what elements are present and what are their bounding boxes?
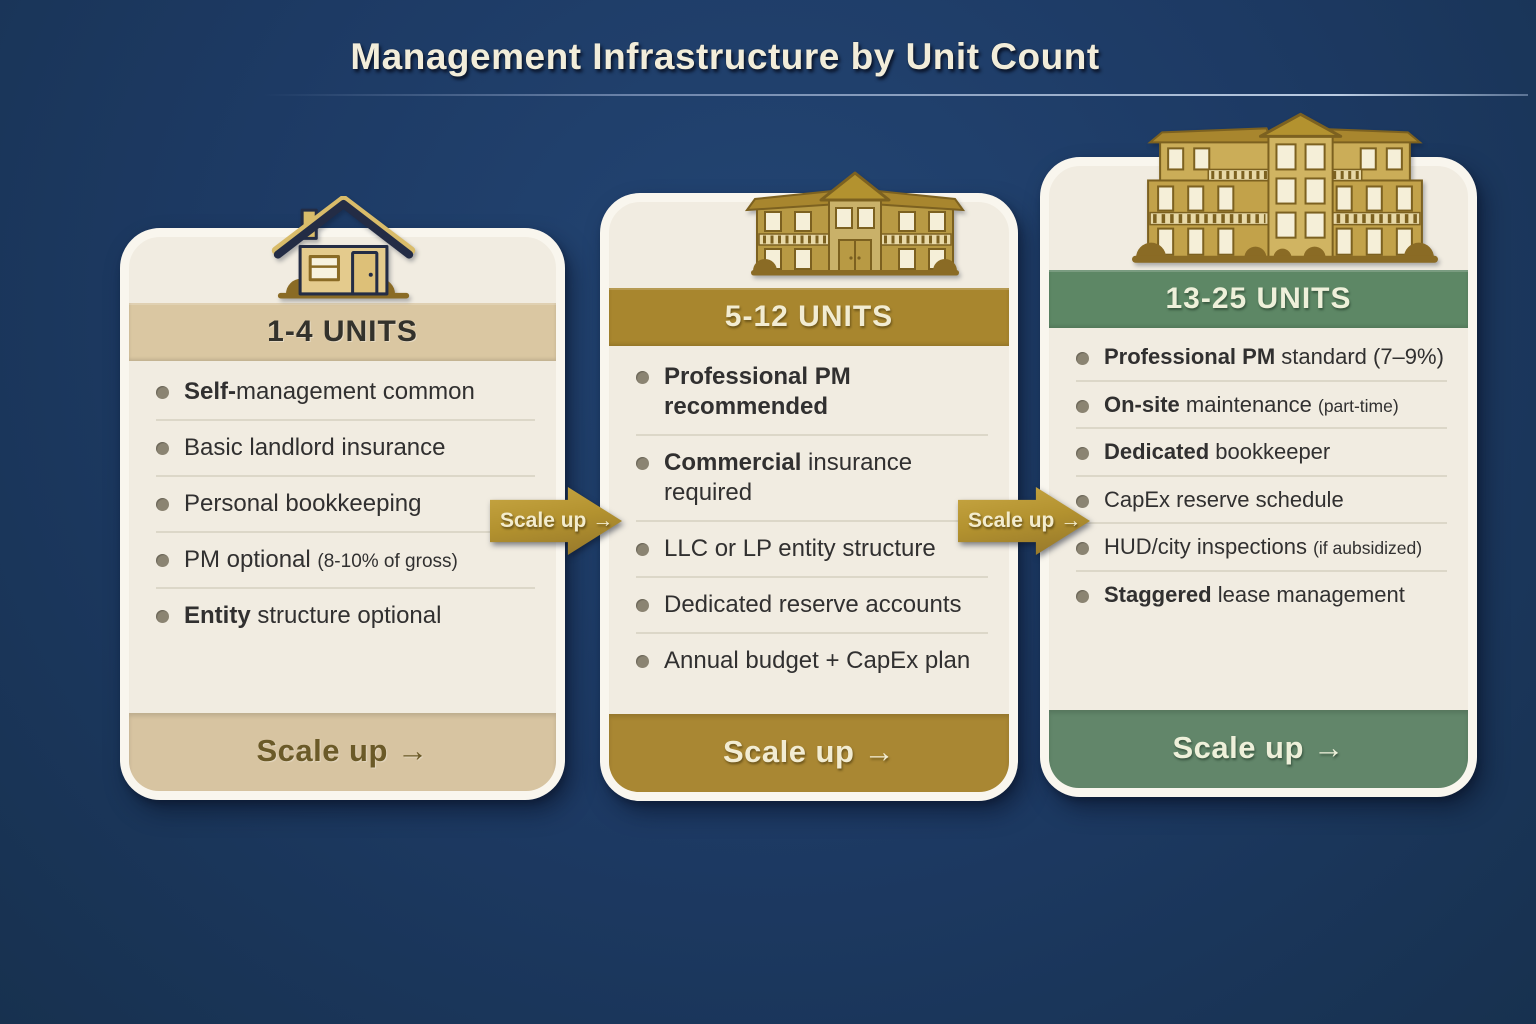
bullet-icon xyxy=(156,386,169,399)
bullet-icon xyxy=(1076,352,1089,365)
card-header: 13-25 UNITS xyxy=(1049,270,1468,328)
unit-card-5-12: 5-12 UNITS Professional PM recommended C… xyxy=(600,193,1018,801)
list-item: Basic landlord insurance xyxy=(156,421,535,477)
list-item: Dedicated reserve accounts xyxy=(636,578,988,634)
item-text: Annual budget + CapEx plan xyxy=(664,647,971,674)
bullet-icon xyxy=(156,442,169,455)
arrow-label: Scale up → xyxy=(968,509,1082,532)
bullet-icon xyxy=(1076,494,1089,508)
scale-up-footer[interactable]: Scale up → xyxy=(609,714,1009,792)
duplex-icon xyxy=(744,166,966,278)
bullet-icon xyxy=(1076,589,1089,603)
item-text: Entity structure optional xyxy=(184,602,442,629)
bullet-icon xyxy=(636,371,649,384)
item-text: Professional PM standard (7–9%) xyxy=(1104,344,1444,369)
bullet-icon xyxy=(156,610,169,623)
bullet-icon xyxy=(636,543,649,556)
unit-card-13-25: 13-25 UNITS Professional PM standard (7–… xyxy=(1040,157,1477,797)
bullet-icon xyxy=(1076,542,1089,555)
arrow-label: Scale up → xyxy=(500,509,614,532)
item-text: Personal bookkeeping xyxy=(184,490,422,517)
bullet-list: Professional PM standard (7–9%) On-site … xyxy=(1076,334,1447,617)
list-item: Annual budget + CapEx plan xyxy=(636,634,988,688)
item-text: Dedicated bookkeeper xyxy=(1104,439,1331,464)
house-icon xyxy=(263,196,421,302)
bullet-icon xyxy=(156,498,169,511)
scale-up-arrow-badge[interactable]: Scale up → xyxy=(490,487,622,555)
list-item: Entity structure optional xyxy=(156,589,535,643)
list-item: LLC or LP entity structure xyxy=(636,522,988,578)
bullet-icon xyxy=(636,599,649,612)
scale-up-arrow-badge[interactable]: Scale up → xyxy=(958,487,1090,555)
item-text: HUD/city inspections (if aubsidized) xyxy=(1104,534,1423,559)
bullet-icon xyxy=(636,655,649,668)
bullet-icon xyxy=(1076,399,1089,413)
list-item: PM optional (8-10% of gross) xyxy=(156,533,535,589)
item-text: PM optional (8-10% of gross) xyxy=(184,546,458,573)
item-text: Dedicated reserve accounts xyxy=(664,591,962,618)
card-header: 5-12 UNITS xyxy=(609,288,1009,346)
item-text: Professional PM recommended xyxy=(664,363,851,420)
item-text: CapEx reserve schedule xyxy=(1104,486,1344,512)
page-title: Management Infrastructure by Unit Count xyxy=(350,36,1100,77)
list-item: HUD/city inspections (if aubsidized) xyxy=(1076,524,1447,572)
item-text: LLC or LP entity structure xyxy=(664,535,936,562)
bullet-list: Professional PM recommended Commercial i… xyxy=(636,350,988,688)
list-item: Personal bookkeeping xyxy=(156,477,535,533)
bullet-icon xyxy=(156,554,169,567)
list-item: CapEx reserve schedule xyxy=(1076,477,1447,524)
scale-up-footer[interactable]: Scale up → xyxy=(129,713,556,791)
item-text: Commercial insurance required xyxy=(664,449,913,506)
list-item: Professional PM recommended xyxy=(636,350,988,436)
scale-up-footer[interactable]: Scale up → xyxy=(1049,710,1468,788)
bullet-icon xyxy=(636,457,649,470)
item-text: Staggered lease management xyxy=(1104,581,1405,607)
item-text: Self-management common xyxy=(184,378,475,405)
list-item: Dedicated bookkeeper xyxy=(1076,429,1447,477)
apartment-icon xyxy=(1122,110,1448,266)
item-text: On-site maintenance (part-time) xyxy=(1104,391,1399,417)
title-underline xyxy=(262,94,1528,96)
list-item: Staggered lease management xyxy=(1076,572,1447,618)
list-item: On-site maintenance (part-time) xyxy=(1076,382,1447,429)
bullet-icon xyxy=(1076,447,1089,460)
bullet-list: Self-management common Basic landlord in… xyxy=(156,365,535,643)
list-item: Self-management common xyxy=(156,365,535,421)
item-text: Basic landlord insurance xyxy=(184,434,446,461)
list-item: Professional PM standard (7–9%) xyxy=(1076,334,1447,382)
card-header: 1-4 UNITS xyxy=(129,303,556,361)
list-item: Commercial insurance required xyxy=(636,436,988,522)
